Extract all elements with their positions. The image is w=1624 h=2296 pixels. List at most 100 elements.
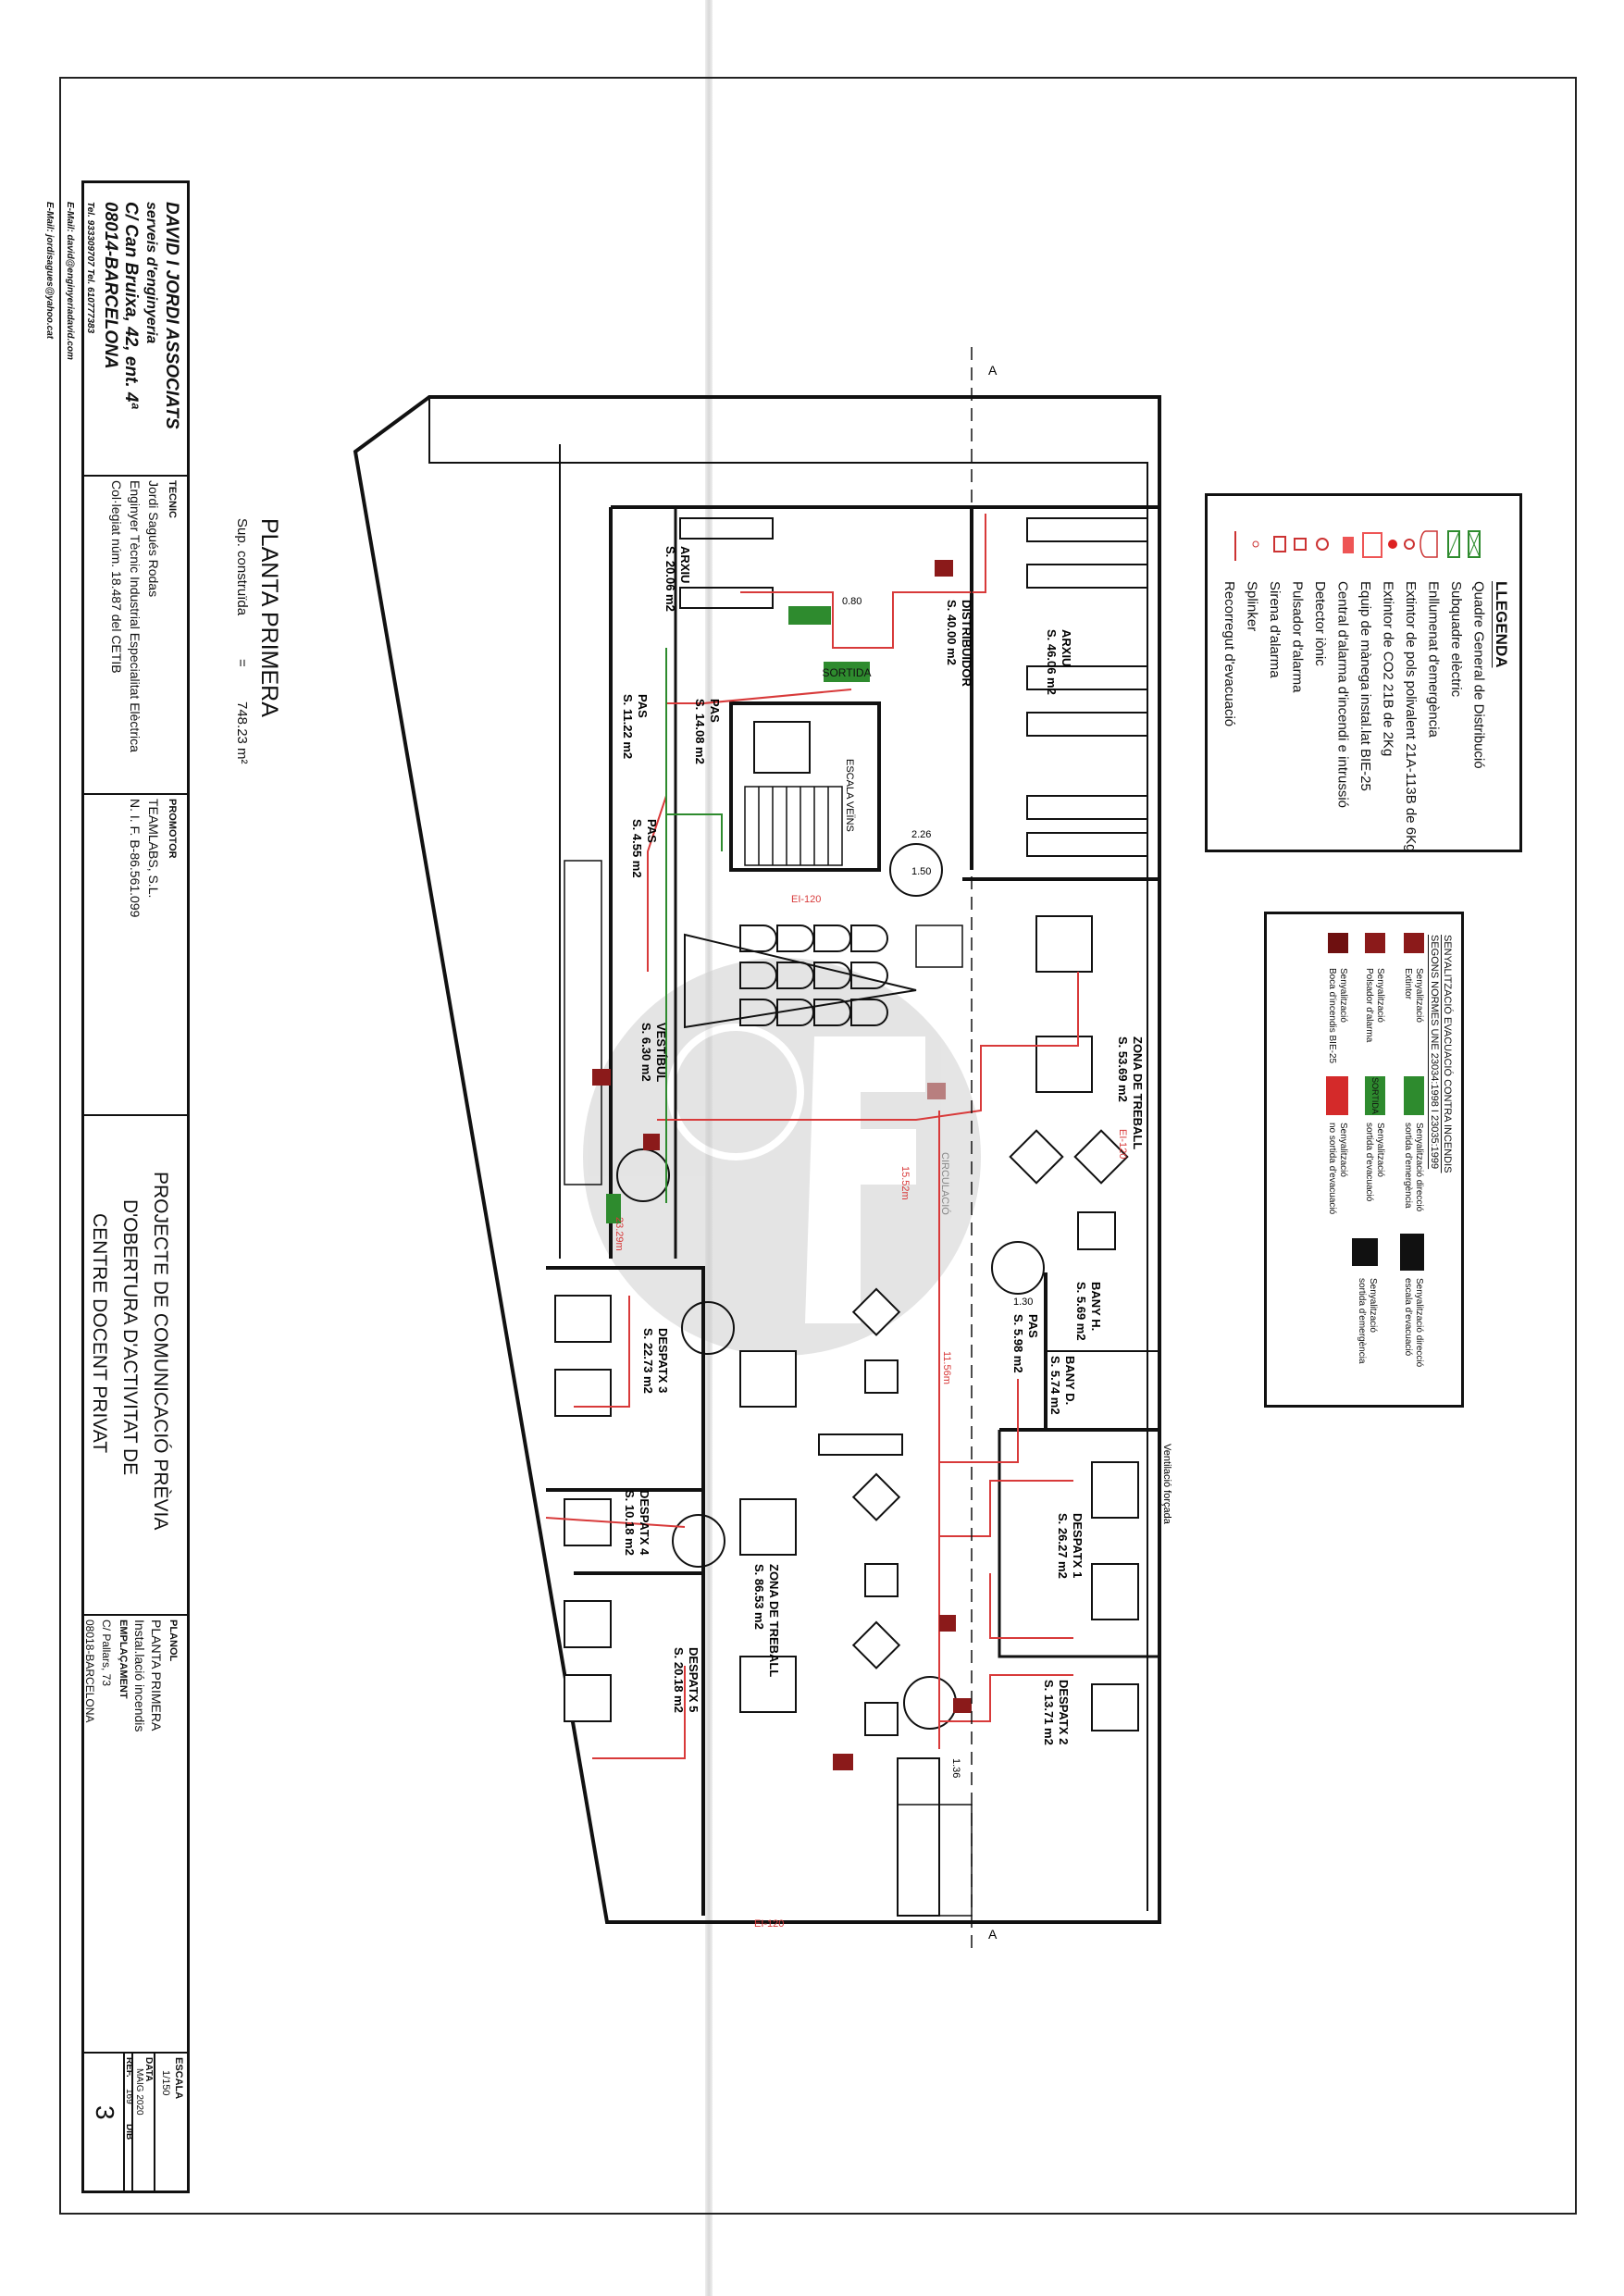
- company-city: 08014-BARCELONA: [101, 202, 120, 369]
- green-route: [665, 648, 723, 1203]
- exit-direction-sign: [788, 606, 831, 625]
- furniture: [554, 915, 1139, 1736]
- circulation-label: CIRCULACIÓ: [939, 1152, 951, 1215]
- surface-eq: =: [234, 659, 250, 667]
- promotor-label: PROMOTOR: [167, 799, 178, 859]
- svg-text:S. 4.55 m2: S. 4.55 m2: [630, 819, 644, 878]
- data-cell: DATA MAIG 2020: [131, 2054, 155, 2191]
- ref-label: REF.: [124, 2057, 134, 2078]
- section-mark-bottom: A: [988, 1927, 998, 1942]
- sign-label: Senyalització: [1338, 1123, 1348, 1177]
- svg-text:S. 26.27 m2: S. 26.27 m2: [1056, 1513, 1070, 1579]
- svg-text:S. 22.73 m2: S. 22.73 m2: [641, 1328, 655, 1394]
- emplacament-line-1: C/ Pallars, 73: [100, 1620, 113, 1687]
- project-line-1: PROJECTE DE COMUNICACIÓ PRÈVIA: [150, 1172, 171, 1531]
- legend-item: Sirena d'alarma: [1267, 581, 1283, 678]
- emplacament-label: EMPLAÇAMENT: [118, 1620, 129, 1699]
- svg-text:S. 20.06 m2: S. 20.06 m2: [663, 546, 677, 612]
- panel-cross-icon: [1468, 530, 1481, 558]
- svg-text:DESPATX 4: DESPATX 4: [638, 1490, 651, 1556]
- sign-label: Polsador d'alarma: [1364, 968, 1374, 1043]
- room-despatx-4: DESPATX 4S. 10.18 m2: [623, 1490, 651, 1556]
- svg-text:S. 5.98 m2: S. 5.98 m2: [1011, 1314, 1025, 1373]
- promotor-nif: N. I. F. B-86.561.099: [128, 799, 143, 918]
- stairs: [564, 786, 973, 1917]
- fire-rating-label-2: EI-120: [754, 1918, 784, 1930]
- signage-legend-box: SENYALITZACIÓ EVACUACIÓ CONTRA INCENDIS …: [1264, 912, 1464, 1408]
- sign-label: no sortida d'evacuació: [1327, 1123, 1337, 1215]
- legend-list: LLEGENDA Quadre General de Distribució S…: [1218, 581, 1513, 851]
- surface-label: Sup. construïda: [234, 518, 250, 616]
- drawing-frame: [59, 77, 1577, 2215]
- exit-direction-sign-icon: [1404, 1076, 1424, 1115]
- signage-title-2: SEGONS NORMES UNE 23034:1998 I 23035:199…: [1429, 935, 1440, 1170]
- dim-136: 1.36: [950, 1758, 961, 1778]
- exit-sign-icon: SORTIDA: [1365, 1076, 1385, 1115]
- company-email1: E-Mail: david@enginyeriadavid.com: [65, 202, 75, 360]
- planol-label: PLANOL: [167, 1620, 179, 1662]
- sign-label: Senyalització: [1368, 1278, 1378, 1333]
- signage-title: SENYALITZACIÓ EVACUACIÓ CONTRA INCENDIS …: [1428, 935, 1454, 1173]
- svg-text:BANY D.: BANY D.: [1063, 1356, 1077, 1405]
- tecnic-section: TECNIC Jordi Sagués Rodas Enginyer Tècni…: [84, 477, 187, 795]
- sign-label: Boca d'incendis BIE-25: [1327, 968, 1337, 1064]
- svg-text:DESPATX 1: DESPATX 1: [1071, 1513, 1085, 1578]
- emergency-light-icon: [1419, 530, 1438, 558]
- emergency-exit-sign: [606, 1194, 621, 1223]
- panel-slash-icon: [1447, 530, 1460, 558]
- escala-cell: ESCALA 1/150: [155, 2054, 187, 2191]
- sign-label: Senyalització: [1338, 968, 1348, 1023]
- distance-1: 23.29m: [614, 1217, 625, 1251]
- svg-text:S. 13.71 m2: S. 13.71 m2: [1042, 1680, 1056, 1745]
- sheet-number-box: 3: [84, 2054, 125, 2191]
- data-value: MAIG 2020: [134, 2068, 144, 2116]
- sign-label: Senyalització: [1375, 968, 1385, 1023]
- emergency-exit-sign-icon: [1352, 1238, 1378, 1266]
- legend-title: LLEGENDA: [1493, 581, 1510, 668]
- dim-130: 1.30: [1013, 1297, 1033, 1308]
- svg-text:VESTÍBUL: VESTÍBUL: [654, 1023, 668, 1082]
- company-email2: E-Mail: jordisagues@yahoo.cat: [44, 202, 55, 340]
- company-subtitle: serveis d'enginyeria: [143, 202, 159, 344]
- ref-value: 169: [124, 2089, 134, 2105]
- svg-text:PAS: PAS: [645, 819, 659, 843]
- legend-item: Extintor de CO2 21B de 2Kg: [1380, 581, 1396, 757]
- company-name: DAVID I JORDI ASSOCIATS: [162, 202, 181, 429]
- svg-text:DISTRIBUIDOR: DISTRIBUIDOR: [960, 600, 973, 688]
- plan-header: PLANTA PRIMERA Sup. construïda = 748.23 …: [228, 518, 283, 763]
- svg-text:ZONA DE TREBALL: ZONA DE TREBALL: [767, 1564, 781, 1677]
- sign-label: Senyalització: [1414, 968, 1424, 1023]
- project-title: PROJECTE DE COMUNICACIÓ PRÈVIA D'OBERTUR…: [84, 1172, 176, 1530]
- planol-info: PLANOL PLANTA PRIMERA Instal.lació incen…: [81, 1620, 181, 1731]
- svg-text:S. 40.00 m2: S. 40.00 m2: [945, 600, 959, 665]
- ventilation-label: Ventilació forçada: [1161, 1444, 1172, 1525]
- company-info: DAVID I JORDI ASSOCIATS serveis d'enginy…: [39, 202, 181, 429]
- sign-label: Senyalització: [1375, 1123, 1385, 1177]
- svg-text:S. 20.18 m2: S. 20.18 m2: [672, 1647, 686, 1713]
- exit-sign-label: SORTIDA: [822, 666, 871, 679]
- stair-direction-sign-icon: [1400, 1234, 1424, 1271]
- tecnic-label: TECNIC: [167, 480, 178, 518]
- fire-rating-label-3: EI-120: [1117, 1129, 1128, 1159]
- planol-line-2: Instal.lació incendis: [132, 1620, 147, 1732]
- planol-line-1: PLANTA PRIMERA: [149, 1620, 164, 1731]
- evacuation-routes: [545, 514, 1079, 1759]
- extinguisher-icon: [1404, 539, 1415, 550]
- no-exit-sign-icon: [1326, 1076, 1348, 1115]
- company-phones: Tel. 933309707 Tel. 610777383: [85, 202, 95, 334]
- alarm-button-sign-icon: [1365, 933, 1385, 953]
- svg-text:S. 11.22 m2: S. 11.22 m2: [621, 694, 635, 759]
- data-label: DATA: [143, 2057, 154, 2082]
- legend-icons: [1234, 530, 1481, 561]
- tecnic-name: Jordi Sagués Rodas: [146, 480, 161, 598]
- room-bany-h: BANY H.S. 5.69 m2: [1074, 1282, 1103, 1341]
- sheet-number: 3: [91, 2105, 119, 2120]
- room-despatx-2: DESPATX 2S. 13.71 m2: [1042, 1680, 1071, 1745]
- svg-text:ARXIU: ARXIU: [1060, 629, 1073, 666]
